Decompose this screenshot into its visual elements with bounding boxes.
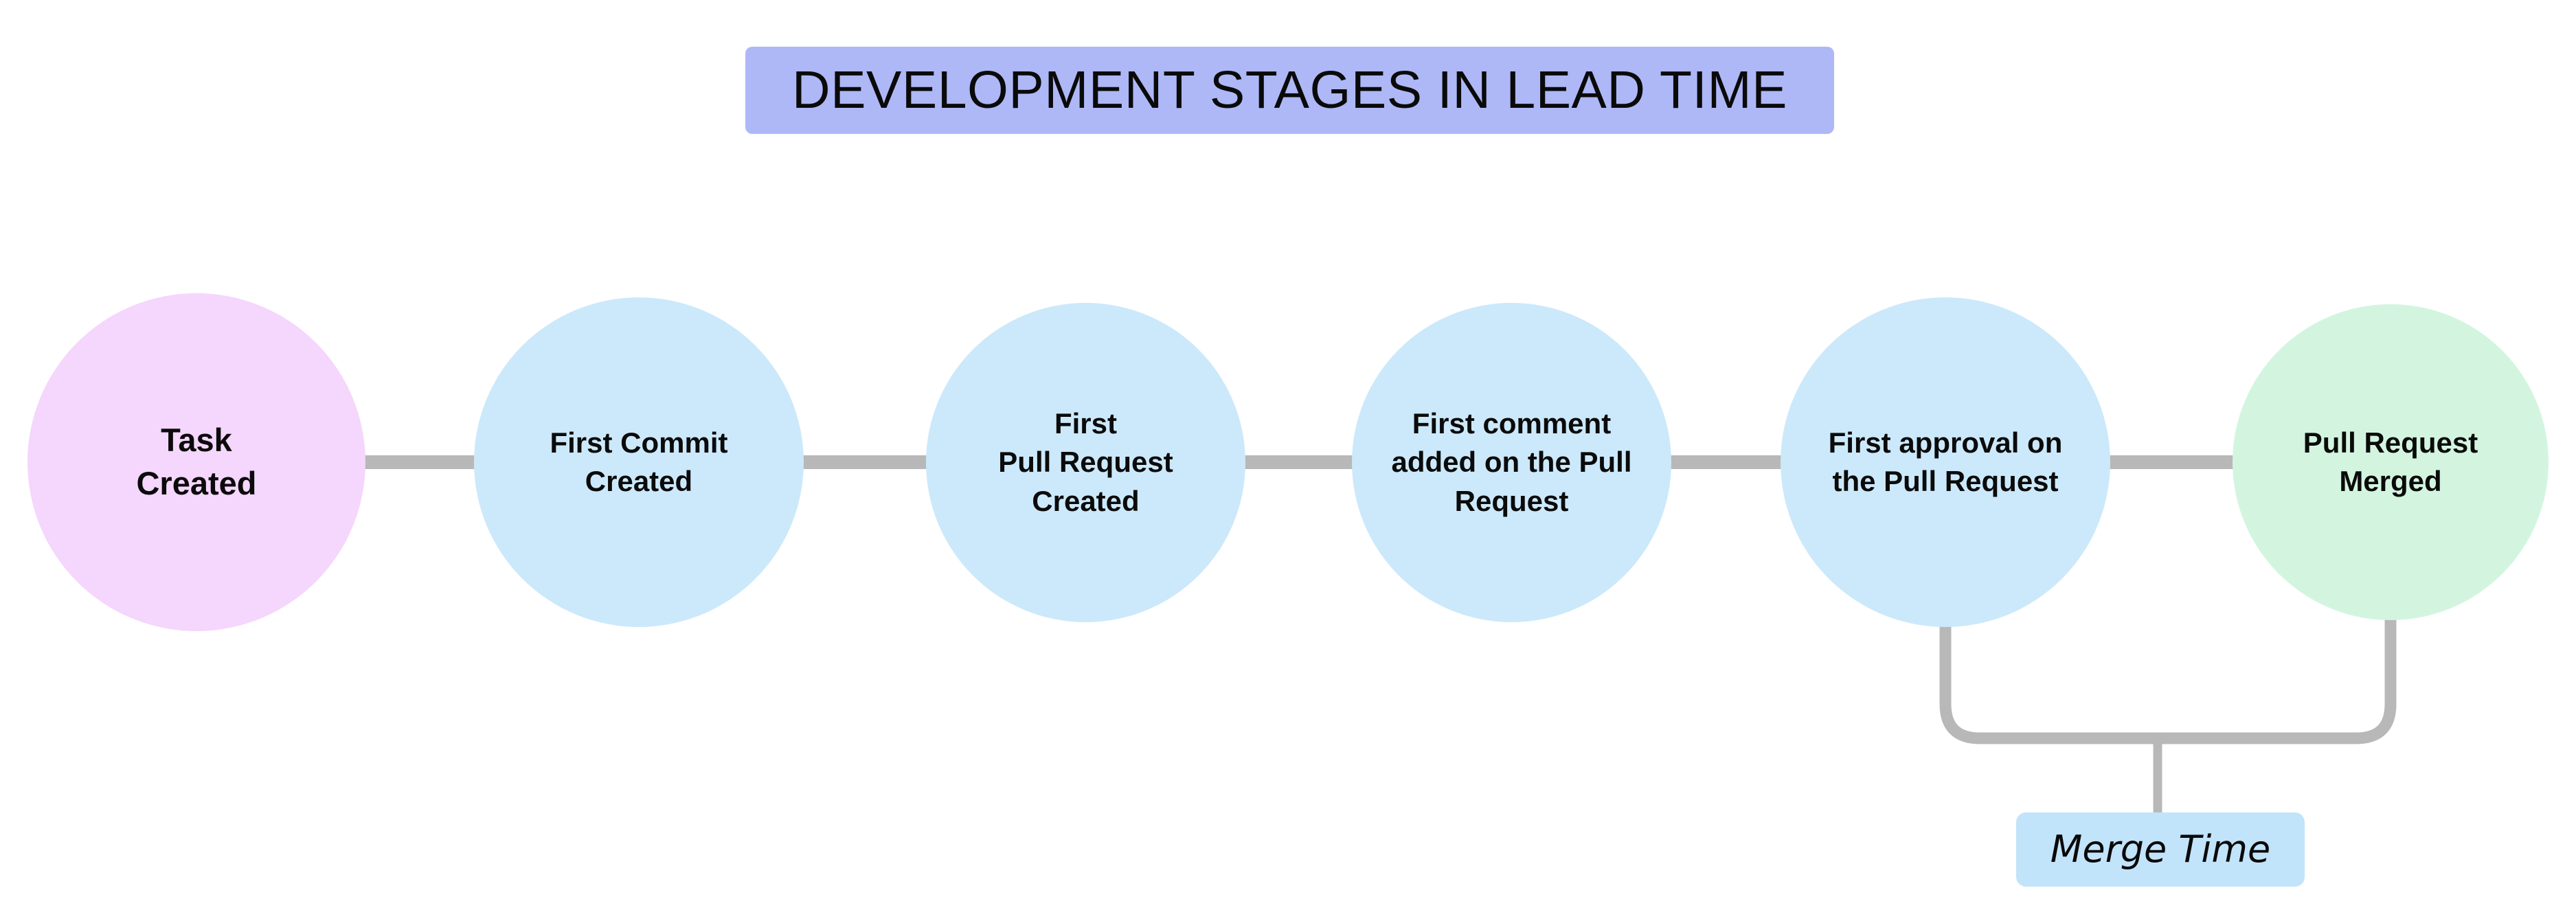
page-title-text: DEVELOPMENT STAGES IN LEAD TIME xyxy=(792,60,1787,119)
stage-node-first-commit-created[interactable]: First Commit Created xyxy=(474,297,804,627)
connector-1-2 xyxy=(357,455,482,469)
stage-node-first-comment-on-pull-request[interactable]: First comment added on the Pull Request xyxy=(1352,303,1671,622)
merge-time-annotation-label: Merge Time xyxy=(2050,828,2271,871)
stage-node-pull-request-merged[interactable]: Pull Request Merged xyxy=(2233,304,2549,620)
stage-node-label: First approval on the Pull Request xyxy=(1828,426,2063,497)
stage-node-first-approval-on-pull-request[interactable]: First approval on the Pull Request xyxy=(1781,297,2110,627)
page-title: DEVELOPMENT STAGES IN LEAD TIME xyxy=(745,47,1834,134)
connector-4-5 xyxy=(1663,455,1789,469)
stage-node-label: First Commit Created xyxy=(550,426,728,497)
stage-node-label: Pull Request Merged xyxy=(2303,426,2478,497)
stage-node-task-created[interactable]: Task Created xyxy=(27,293,365,631)
stage-node-label: First comment added on the Pull Request xyxy=(1391,407,1632,517)
connector-5-6 xyxy=(2102,455,2241,469)
merge-time-annotation[interactable]: Merge Time xyxy=(2016,812,2305,887)
stage-node-label: First Pull Request Created xyxy=(998,407,1173,517)
connector-3-4 xyxy=(1237,455,1360,469)
stage-node-label: Task Created xyxy=(136,422,257,501)
connector-2-3 xyxy=(795,455,934,469)
stage-node-first-pull-request-created[interactable]: First Pull Request Created xyxy=(926,303,1245,622)
